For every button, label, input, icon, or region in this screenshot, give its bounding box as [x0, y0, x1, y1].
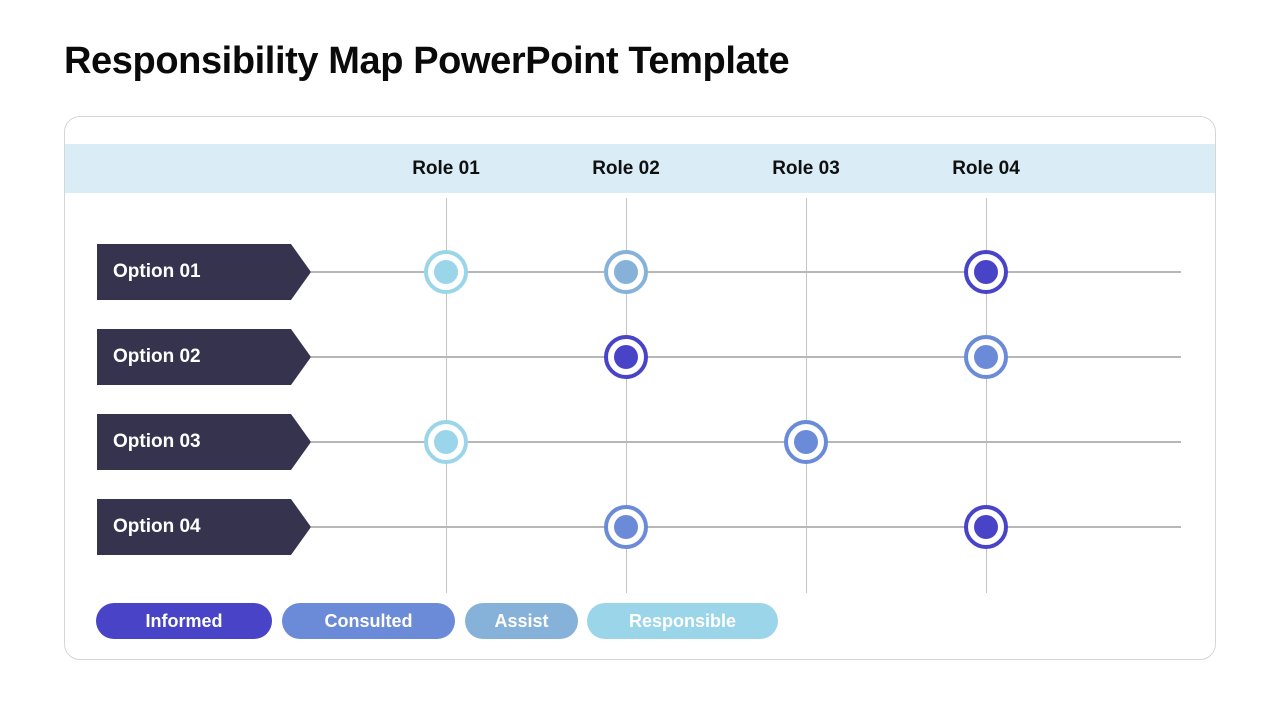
marker-dot	[434, 430, 458, 454]
marker-dot	[434, 260, 458, 284]
grid-column-line-1	[446, 198, 447, 593]
grid-column-line-3	[806, 198, 807, 593]
role-header-2: Role 02	[592, 157, 660, 179]
row-track-line-3	[311, 441, 1181, 443]
marker-consulted[interactable]	[604, 505, 648, 549]
role-header-4: Role 04	[952, 157, 1020, 179]
marker-dot	[974, 345, 998, 369]
legend-pill-informed[interactable]: Informed	[96, 603, 272, 639]
marker-dot	[614, 515, 638, 539]
marker-assist[interactable]	[604, 250, 648, 294]
marker-dot	[794, 430, 818, 454]
responsibility-map-card: Role 01 Role 02 Role 03 Role 04 Option 01 Op…	[64, 116, 1216, 660]
slide-title: Responsibility Map PowerPoint Template	[64, 40, 790, 82]
option-bar-1[interactable]: Option 01	[97, 244, 311, 300]
row-track-line-4	[311, 526, 1181, 528]
marker-dot	[614, 345, 638, 369]
grid-column-line-2	[626, 198, 627, 593]
legend-pill-consulted[interactable]: Consulted	[282, 603, 455, 639]
option-bar-4[interactable]: Option 04	[97, 499, 311, 555]
marker-responsible[interactable]	[424, 250, 468, 294]
grid-column-line-4	[986, 198, 987, 593]
marker-dot	[614, 260, 638, 284]
marker-consulted[interactable]	[784, 420, 828, 464]
marker-consulted[interactable]	[964, 335, 1008, 379]
marker-dot	[974, 515, 998, 539]
role-header-1: Role 01	[412, 157, 480, 179]
option-bar-2[interactable]: Option 02	[97, 329, 311, 385]
role-header-3: Role 03	[772, 157, 840, 179]
option-bar-3[interactable]: Option 03	[97, 414, 311, 470]
marker-informed[interactable]	[604, 335, 648, 379]
row-track-line-1	[311, 271, 1181, 273]
matrix-header-band: Role 01 Role 02 Role 03 Role 04	[65, 144, 1215, 193]
marker-responsible[interactable]	[424, 420, 468, 464]
marker-informed[interactable]	[964, 505, 1008, 549]
marker-dot	[974, 260, 998, 284]
row-track-line-2	[311, 356, 1181, 358]
marker-informed[interactable]	[964, 250, 1008, 294]
legend-pill-responsible[interactable]: Responsible	[587, 603, 778, 639]
legend-pill-assist[interactable]: Assist	[465, 603, 578, 639]
